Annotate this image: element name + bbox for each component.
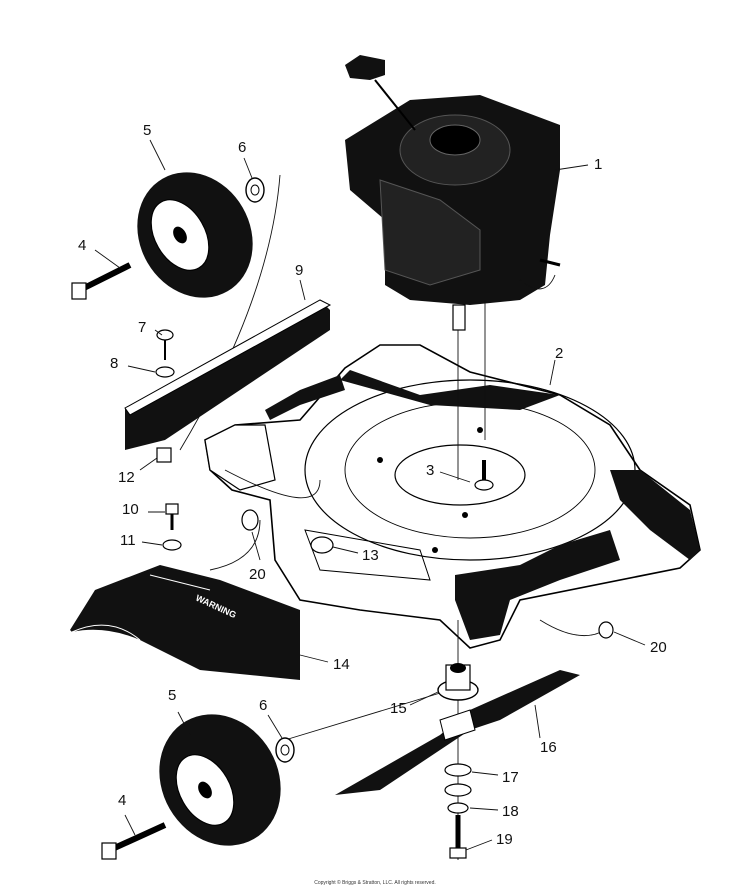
washer-8[interactable] [155,366,175,378]
spacer-top[interactable] [245,177,265,203]
nut-20-right[interactable] [598,621,614,639]
callout-20-right: 20 [650,639,667,656]
bolt-top[interactable] [71,262,132,300]
wheel-bottom[interactable] [136,692,304,868]
callout-12: 12 [118,469,135,486]
callout-6-top: 6 [238,139,246,156]
callout-16: 16 [540,739,557,756]
blade-bolt[interactable] [449,815,467,859]
callout-leaders [94,139,646,851]
callout-18: 18 [502,803,519,820]
callout-6-bottom: 6 [259,697,267,714]
callout-10: 10 [122,501,139,518]
washer-11[interactable] [162,539,182,551]
callout-20-left: 20 [249,566,266,583]
screw-7[interactable] [156,329,174,360]
callout-13: 13 [362,547,379,564]
nut-13[interactable] [310,536,334,554]
callout-5-bottom: 5 [168,687,176,704]
callout-19: 19 [496,831,513,848]
starter-handle[interactable] [345,55,416,131]
callouts: 1 2 3 4 5 6 7 8 9 10 11 12 13 14 15 16 1… [78,122,667,848]
callout-5-top: 5 [143,122,151,139]
callout-15: 15 [390,700,407,717]
engine[interactable] [345,95,561,331]
bolt-bottom[interactable] [101,822,167,860]
washer-18[interactable] [447,802,469,814]
blade-adapter[interactable] [437,663,479,701]
mower-deck[interactable] [204,344,701,649]
callout-1: 1 [594,156,602,173]
washer-17[interactable] [444,763,472,797]
copyright-notice: Copyright © Briggs & Stratton, LLC. All … [314,880,436,886]
callout-8: 8 [110,355,118,372]
rear-flap[interactable] [124,299,332,450]
nut-20-left[interactable] [241,509,259,531]
callout-4-bottom: 4 [118,792,126,809]
deck-screw-3[interactable] [474,460,494,491]
callout-7: 7 [138,319,146,336]
callout-9: 9 [295,262,303,279]
callout-11: 11 [120,532,136,549]
spacer-bottom[interactable] [275,737,295,763]
blade[interactable] [335,670,580,795]
callout-2: 2 [555,345,563,362]
nut-12[interactable] [156,447,172,463]
callout-4-top: 4 [78,237,86,254]
rear-deflector[interactable]: WARNING [70,565,300,680]
wheel-top[interactable] [115,151,275,319]
bolt-10[interactable] [165,503,179,530]
callout-14: 14 [333,656,350,673]
callout-17: 17 [502,769,519,786]
callout-3: 3 [426,462,434,479]
